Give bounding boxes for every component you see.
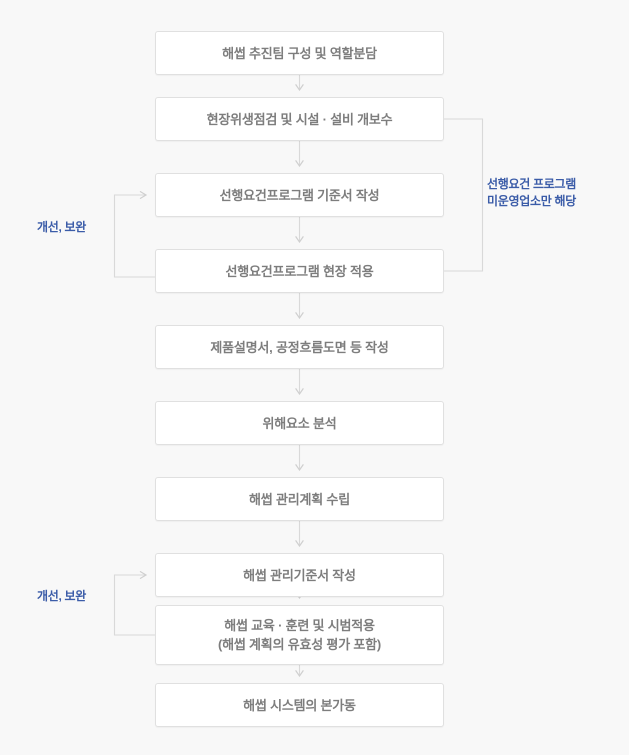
flow-node-2[interactable]: 현장위생점검 및 시설 · 설비 개보수 [155, 97, 444, 141]
flow-node-label: 해썹 관리기준서 작성 [243, 567, 356, 583]
flow-node-label: 해썹 시스템의 본가동 [243, 697, 356, 713]
flow-node-5[interactable]: 제품설명서, 공정흐름도면 등 작성 [155, 325, 444, 369]
flow-node-7[interactable]: 해썹 관리계획 수립 [155, 477, 444, 521]
flow-node-label: 현장위생점검 및 시설 · 설비 개보수 [206, 111, 393, 127]
flow-node-label: 해썹 관리계획 수립 [249, 491, 350, 507]
flow-node-9[interactable]: 해썹 교육 · 훈련 및 시범적용 (해썹 계획의 유효성 평가 포함) [155, 605, 444, 665]
flow-node-label: 위해요소 분석 [262, 415, 337, 431]
annotation-prerequisite-program: 선행요건 프로그램 미운영업소만 해당 [487, 177, 576, 208]
flow-node-label: 선행요건프로그램 현장 적용 [225, 263, 374, 279]
flow-node-4[interactable]: 선행요건프로그램 현장 적용 [155, 249, 444, 293]
flow-node-8[interactable]: 해썹 관리기준서 작성 [155, 553, 444, 597]
flow-node-1[interactable]: 해썹 추진팀 구성 및 역할분담 [155, 31, 444, 75]
annotation-improve-supplement-1: 개선, 보완 [36, 220, 86, 234]
flow-node-label: 제품설명서, 공정흐름도면 등 작성 [210, 339, 389, 355]
flow-node-label: 해썹 교육 · 훈련 및 시범적용 (해썹 계획의 유효성 평가 포함) [217, 618, 382, 652]
flow-node-10[interactable]: 해썹 시스템의 본가동 [155, 683, 444, 727]
flow-node-3[interactable]: 선행요건프로그램 기준서 작성 [155, 173, 444, 217]
annotation-improve-supplement-2: 개선, 보완 [36, 589, 86, 603]
flow-node-label: 선행요건프로그램 기준서 작성 [219, 187, 380, 203]
flow-node-6[interactable]: 위해요소 분석 [155, 401, 444, 445]
flow-node-label: 해썹 추진팀 구성 및 역할분담 [222, 45, 377, 61]
